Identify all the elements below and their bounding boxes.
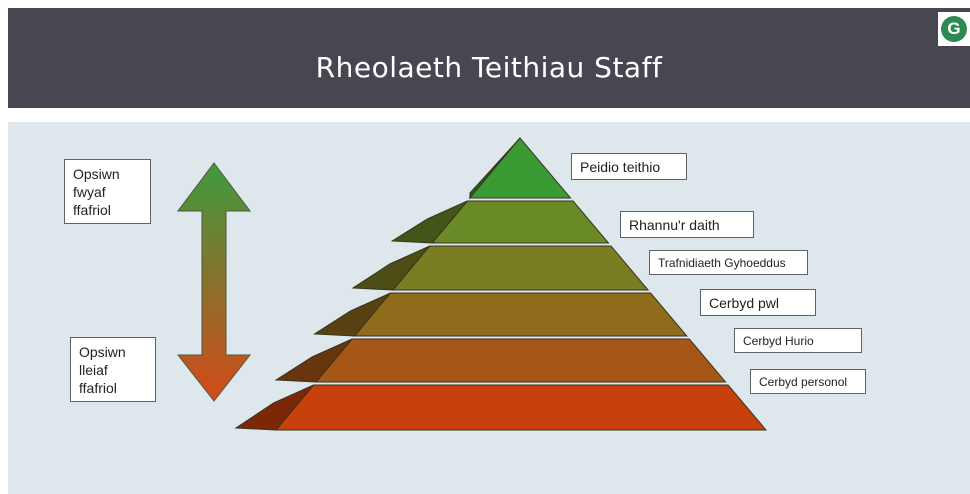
least-preferred-label: Opsiwn lleiaf ffafriol xyxy=(70,337,156,402)
most-preferred-line-3: ffafriol xyxy=(73,202,111,218)
most-preferred-line-2: fwyaf xyxy=(73,184,106,200)
preference-arrow xyxy=(176,162,252,402)
least-preferred-line-1: Opsiwn xyxy=(79,344,126,360)
pyramid-level-1 xyxy=(468,137,572,199)
pyramid-level-6 xyxy=(274,384,768,431)
pyramid xyxy=(234,137,768,431)
g-logo-icon: G xyxy=(938,12,970,46)
pyramid-level-3 xyxy=(391,245,650,291)
level-label-4: Cerbyd pwl xyxy=(700,289,816,316)
title-banner: Rheolaeth Teithiau Staff xyxy=(8,8,970,108)
least-preferred-line-3: ffafriol xyxy=(79,380,117,396)
pyramid-level-5 xyxy=(315,338,727,383)
level-label-3: Trafnidiaeth Gyhoeddus xyxy=(649,250,808,275)
pyramid-level-2 xyxy=(431,200,610,244)
most-preferred-line-1: Opsiwn xyxy=(73,166,120,182)
most-preferred-label: Opsiwn fwyaf ffafriol xyxy=(64,159,151,224)
page-title: Rheolaeth Teithiau Staff xyxy=(315,51,663,84)
least-preferred-line-2: lleiaf xyxy=(79,362,108,378)
level-label-5: Cerbyd Hurio xyxy=(734,328,862,353)
logo-letter: G xyxy=(941,16,967,42)
level-label-1: Peidio teithio xyxy=(571,153,687,180)
level-label-6: Cerbyd personol xyxy=(750,369,866,394)
level-label-2: Rhannu'r daith xyxy=(620,211,754,238)
pyramid-level-4 xyxy=(353,292,688,337)
